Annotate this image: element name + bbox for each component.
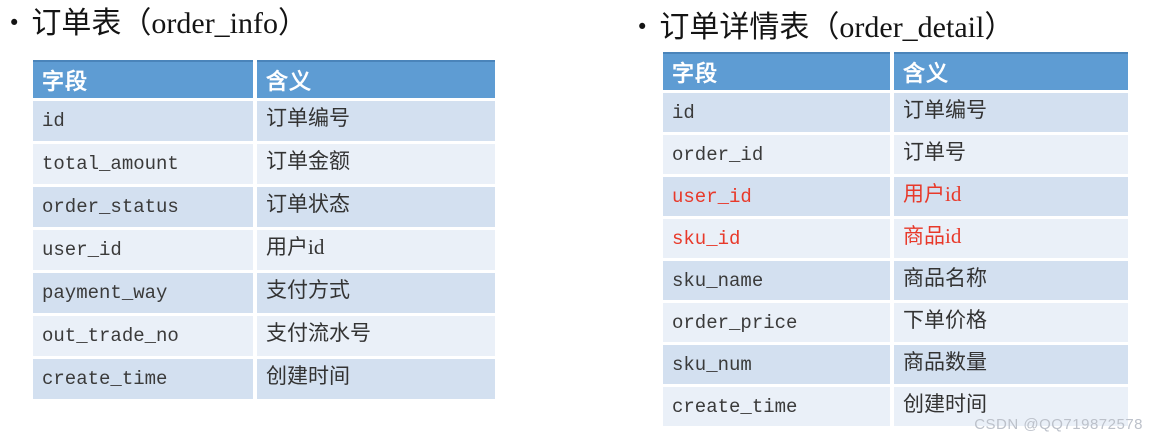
field-cell: sku_name xyxy=(663,261,890,300)
meaning-cell: 商品id xyxy=(894,219,1128,258)
meaning-cell: 订单金额 xyxy=(257,144,495,184)
meaning-cell: 用户id xyxy=(257,230,495,270)
order-info-table: 字段 含义 id 订单编号 total_amount 订单金额 order_st… xyxy=(33,60,495,399)
meaning-cell: 支付方式 xyxy=(257,273,495,313)
field-cell: out_trade_no xyxy=(33,316,253,356)
meaning-cell: 创建时间 xyxy=(894,387,1128,426)
table-row: id 订单编号 xyxy=(33,101,495,141)
field-cell: id xyxy=(663,93,890,132)
table-row: user_id 用户id xyxy=(33,230,495,270)
table-row: sku_num 商品数量 xyxy=(663,345,1128,384)
meaning-cell: 订单状态 xyxy=(257,187,495,227)
table-row: create_time 创建时间 xyxy=(663,387,1128,426)
right-table-title-text: 订单详情表（order_detail） xyxy=(659,11,1015,44)
field-cell: create_time xyxy=(33,359,253,399)
field-cell: sku_num xyxy=(663,345,890,384)
field-cell: total_amount xyxy=(33,144,253,184)
meaning-cell: 订单号 xyxy=(894,135,1128,174)
table-row: order_price 下单价格 xyxy=(663,303,1128,342)
table-row: user_id 用户id xyxy=(663,177,1128,216)
meaning-cell: 订单编号 xyxy=(894,93,1128,132)
field-cell: create_time xyxy=(663,387,890,426)
column-header-field: 字段 xyxy=(33,60,253,98)
column-header-meaning: 含义 xyxy=(894,52,1128,90)
table-row: sku_name 商品名称 xyxy=(663,261,1128,300)
meaning-cell: 创建时间 xyxy=(257,359,495,399)
field-cell: order_price xyxy=(663,303,890,342)
table-header-row: 字段 含义 xyxy=(33,60,495,98)
table-row: order_status 订单状态 xyxy=(33,187,495,227)
table-row: sku_id 商品id xyxy=(663,219,1128,258)
watermark: CSDN @QQ719872578 xyxy=(974,416,1143,433)
field-cell: payment_way xyxy=(33,273,253,313)
meaning-cell: 订单编号 xyxy=(257,101,495,141)
table-row: total_amount 订单金额 xyxy=(33,144,495,184)
bullet-icon: • xyxy=(8,11,21,35)
field-cell: user_id xyxy=(33,230,253,270)
field-cell: user_id xyxy=(663,177,890,216)
table-row: order_id 订单号 xyxy=(663,135,1128,174)
table-row: out_trade_no 支付流水号 xyxy=(33,316,495,356)
field-cell: id xyxy=(33,101,253,141)
field-cell: sku_id xyxy=(663,219,890,258)
meaning-cell: 下单价格 xyxy=(894,303,1128,342)
field-cell: order_id xyxy=(663,135,890,174)
table-row: payment_way 支付方式 xyxy=(33,273,495,313)
right-table-title: • 订单详情表（order_detail） xyxy=(636,10,1014,45)
meaning-cell: 支付流水号 xyxy=(257,316,495,356)
bullet-icon: • xyxy=(636,15,649,39)
left-table-title: • 订单表（order_info） xyxy=(8,6,308,41)
field-cell: order_status xyxy=(33,187,253,227)
table-row: id 订单编号 xyxy=(663,93,1128,132)
meaning-cell: 商品数量 xyxy=(894,345,1128,384)
column-header-meaning: 含义 xyxy=(257,60,495,98)
meaning-cell: 商品名称 xyxy=(894,261,1128,300)
table-header-row: 字段 含义 xyxy=(663,52,1128,90)
left-table-title-text: 订单表（order_info） xyxy=(31,7,309,40)
meaning-cell: 用户id xyxy=(894,177,1128,216)
table-row: create_time 创建时间 xyxy=(33,359,495,399)
column-header-field: 字段 xyxy=(663,52,890,90)
order-detail-table: 字段 含义 id 订单编号 order_id 订单号 user_id 用户id … xyxy=(663,52,1128,426)
